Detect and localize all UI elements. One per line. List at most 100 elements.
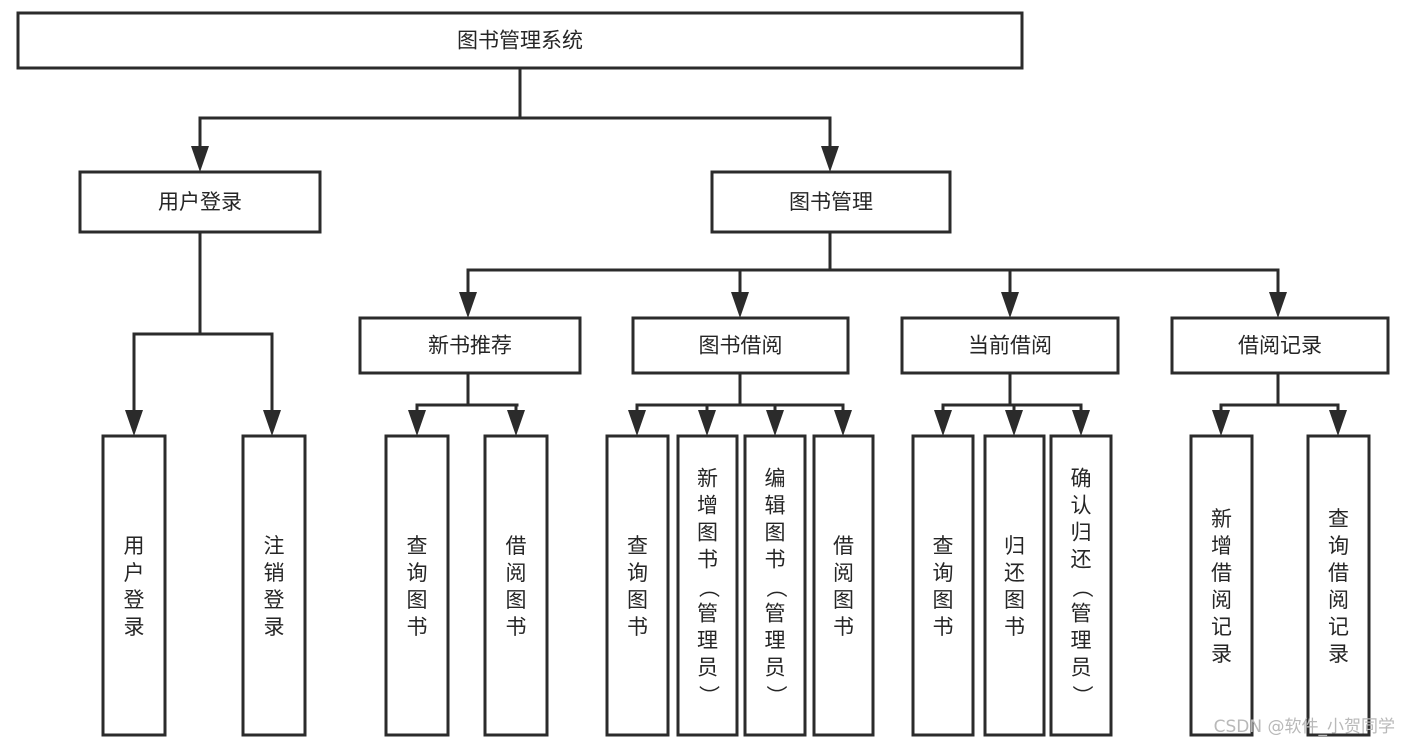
node-label-char: 图 bbox=[506, 588, 527, 612]
node-book-borrow[interactable]: 图书借阅 bbox=[631, 316, 850, 375]
node-box-leaf-edit-book-admin[interactable] bbox=[743, 434, 807, 737]
node-box-leaf-confirm-return-admin[interactable] bbox=[1049, 434, 1113, 737]
node-box-leaf-logout-login[interactable] bbox=[241, 434, 307, 737]
node-label-char: （ bbox=[697, 577, 721, 598]
node-label-char: 询 bbox=[933, 561, 954, 585]
node-label-char: 销 bbox=[264, 561, 285, 585]
node-box-leaf-add-borrow-record[interactable] bbox=[1189, 434, 1254, 737]
node-box-book-management[interactable] bbox=[710, 170, 952, 234]
node-label-char: 归 bbox=[1004, 534, 1025, 558]
node-box-leaf-return-book[interactable] bbox=[983, 434, 1046, 737]
node-label-char: 查 bbox=[407, 534, 428, 558]
arrow-head-icon bbox=[191, 146, 209, 172]
node-label-char: 录 bbox=[124, 615, 145, 639]
node-box-book-borrow[interactable] bbox=[631, 316, 850, 375]
node-label-char: 阅 bbox=[1211, 588, 1232, 612]
node-label-char: 书 bbox=[933, 615, 954, 639]
arrow-head-icon bbox=[821, 146, 839, 172]
node-label-char: 查 bbox=[933, 534, 954, 558]
node-box-leaf-user-login[interactable] bbox=[101, 434, 167, 737]
node-label-char: ） bbox=[1070, 685, 1094, 706]
node-label-char: 归 bbox=[1071, 521, 1092, 545]
node-label-char: （ bbox=[764, 577, 788, 598]
node-label-char: 理 bbox=[1071, 629, 1092, 653]
node-label-char: 员 bbox=[1071, 656, 1092, 680]
node-leaf-user-login[interactable]: 用户登录 bbox=[101, 434, 167, 737]
node-label-char: 图 bbox=[765, 521, 786, 545]
node-new-book-recommend[interactable]: 新书推荐 bbox=[358, 316, 582, 375]
node-label-char: 图 bbox=[1004, 588, 1025, 612]
node-label-char: 编 bbox=[765, 467, 786, 491]
arrow-head-icon bbox=[1001, 292, 1019, 318]
node-label-char: 员 bbox=[765, 656, 786, 680]
node-label-char: 录 bbox=[1211, 642, 1232, 666]
node-label-char: 借 bbox=[1211, 561, 1232, 585]
node-label-char: 阅 bbox=[1328, 588, 1349, 612]
node-box-leaf-query-book-2[interactable] bbox=[605, 434, 670, 737]
node-box-leaf-query-borrow-record[interactable] bbox=[1306, 434, 1371, 737]
node-label-borrow-record: 借阅记录 bbox=[1238, 334, 1322, 358]
arrow-head-icon bbox=[628, 410, 646, 436]
node-box-leaf-add-book-admin[interactable] bbox=[676, 434, 739, 737]
node-label-char: 理 bbox=[765, 629, 786, 653]
node-label-current-borrow: 当前借阅 bbox=[968, 334, 1052, 358]
node-box-leaf-borrow-book-1[interactable] bbox=[483, 434, 549, 737]
node-layer: 图书管理系统用户登录图书管理新书推荐图书借阅当前借阅借阅记录用户登录注销登录查询… bbox=[16, 11, 1390, 737]
node-label-char: 管 bbox=[1071, 602, 1092, 626]
node-root[interactable]: 图书管理系统 bbox=[16, 11, 1024, 70]
node-box-leaf-borrow-book-2[interactable] bbox=[812, 434, 875, 737]
node-label-char: 图 bbox=[627, 588, 648, 612]
node-label-char: 查 bbox=[1328, 507, 1349, 531]
arrow-head-icon bbox=[1072, 410, 1090, 436]
node-label-char: 图 bbox=[697, 521, 718, 545]
node-borrow-record[interactable]: 借阅记录 bbox=[1170, 316, 1390, 375]
node-box-leaf-query-book-3[interactable] bbox=[911, 434, 975, 737]
node-current-borrow[interactable]: 当前借阅 bbox=[900, 316, 1120, 375]
arrow-head-icon bbox=[731, 292, 749, 318]
node-box-borrow-record[interactable] bbox=[1170, 316, 1390, 375]
node-label-char: 还 bbox=[1071, 548, 1092, 572]
node-label-char: 书 bbox=[697, 548, 718, 572]
arrow-head-icon bbox=[125, 410, 143, 436]
node-label-char: 还 bbox=[1004, 561, 1025, 585]
node-label-char: 用 bbox=[124, 534, 145, 558]
arrow-head-icon bbox=[408, 410, 426, 436]
node-box-current-borrow[interactable] bbox=[900, 316, 1120, 375]
node-label-char: 管 bbox=[697, 602, 718, 626]
node-label-leaf-user-login: 用户登录 bbox=[124, 534, 145, 639]
node-label-char: ） bbox=[697, 685, 721, 706]
node-label-char: 查 bbox=[627, 534, 648, 558]
node-label-char: 确 bbox=[1071, 467, 1092, 491]
node-book-management[interactable]: 图书管理 bbox=[710, 170, 952, 234]
arrow-head-icon bbox=[934, 410, 952, 436]
node-box-new-book-recommend[interactable] bbox=[358, 316, 582, 375]
node-box-leaf-query-book-1[interactable] bbox=[384, 434, 450, 737]
node-label-char: 登 bbox=[124, 588, 145, 612]
node-label-char: 管 bbox=[765, 602, 786, 626]
node-box-root[interactable] bbox=[16, 11, 1024, 70]
node-box-user-login[interactable] bbox=[78, 170, 322, 234]
node-user-login[interactable]: 用户登录 bbox=[78, 170, 322, 234]
arrow-head-icon bbox=[459, 292, 477, 318]
node-label-char: 书 bbox=[506, 615, 527, 639]
node-label-char: 借 bbox=[506, 534, 527, 558]
node-label-char: 询 bbox=[407, 561, 428, 585]
node-label-char: 书 bbox=[765, 548, 786, 572]
